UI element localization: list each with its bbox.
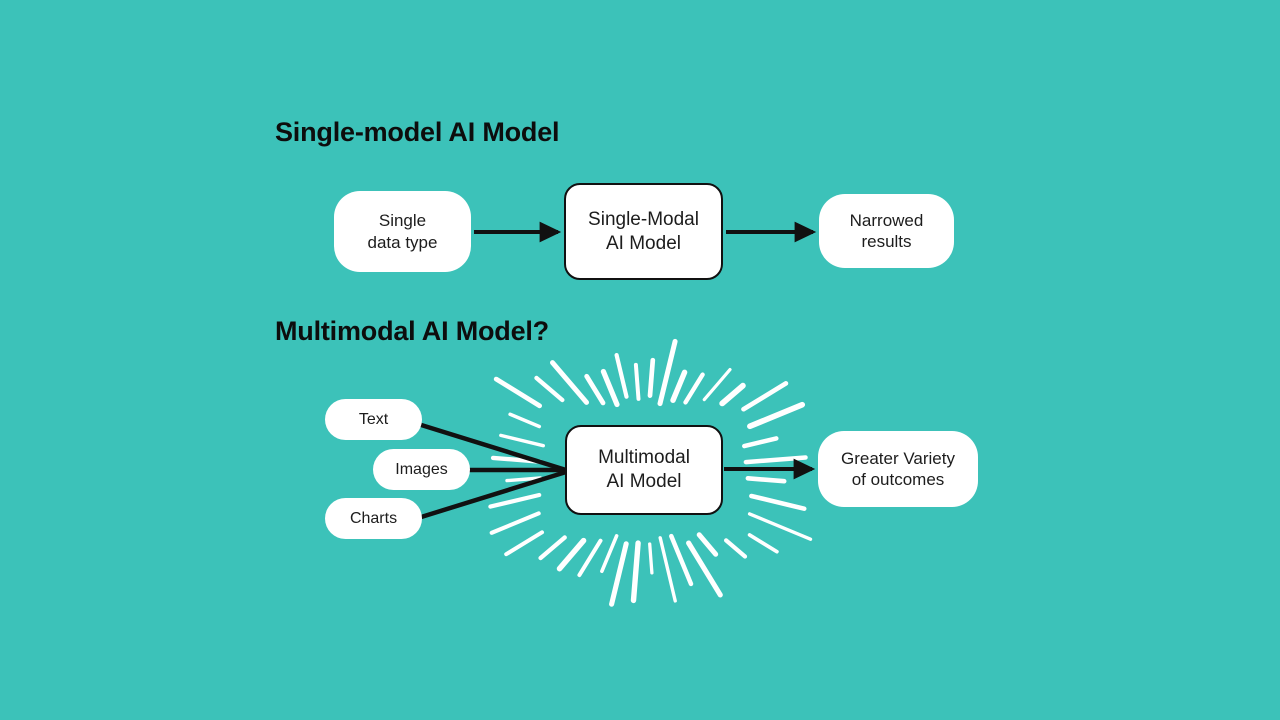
starburst-ray: [696, 532, 719, 557]
node-greater-variety-of-outcomes[interactable]: Greater Variety of outcomes: [818, 431, 978, 507]
starburst-ray: [508, 412, 542, 429]
starburst-ray: [550, 360, 589, 405]
starburst-ray: [504, 530, 544, 557]
line-charts-to-multimodal: [415, 469, 569, 521]
starburst-ray: [686, 540, 723, 598]
starburst-ray: [749, 493, 807, 512]
starburst-ray: [747, 512, 813, 541]
starburst-ray: [489, 511, 541, 535]
node-single-modal-ai-model[interactable]: Single-Modal AI Model: [564, 183, 723, 280]
starburst-ray: [719, 382, 746, 407]
node-line-2: results: [861, 232, 912, 251]
starburst-ray: [556, 537, 587, 572]
starburst-ray: [493, 376, 542, 409]
starburst-ray: [614, 353, 629, 399]
starburst-ray: [702, 368, 732, 402]
node-line-2: AI Model: [606, 471, 682, 492]
starburst-ray: [742, 436, 779, 449]
starburst-ray: [657, 338, 678, 407]
starburst-ray: [743, 455, 808, 465]
node-input-text[interactable]: Text: [325, 399, 422, 440]
node-line-2: of outcomes: [851, 470, 945, 489]
line-text-to-multimodal: [415, 421, 569, 473]
starburst-ray: [633, 362, 641, 401]
starburst-ray: [683, 372, 705, 405]
starburst-ray: [648, 542, 654, 575]
starburst-ray: [747, 533, 779, 554]
node-label: Text: [358, 410, 389, 428]
starburst-ray: [723, 538, 748, 559]
starburst-ray: [600, 368, 620, 408]
node-single-data-type[interactable]: Single data type: [334, 191, 471, 272]
starburst-ray: [488, 492, 542, 509]
starburst-ray: [577, 538, 603, 578]
starburst-ray: [499, 433, 545, 448]
starburst-ray: [747, 401, 806, 430]
node-line-1: Narrowed: [849, 210, 924, 230]
node-label: Charts: [349, 509, 398, 527]
starburst-ray: [584, 373, 606, 406]
heading-single-model: Single-model AI Model: [275, 117, 560, 147]
starburst-ray: [505, 476, 542, 483]
starburst-ray: [600, 534, 619, 574]
starburst-ray: [669, 533, 694, 587]
node-line-1: Multimodal: [598, 447, 690, 469]
node-label: Images: [395, 460, 448, 478]
starburst-ray: [670, 369, 688, 403]
starburst-ray: [647, 357, 656, 398]
starburst-ray: [658, 536, 677, 603]
starburst-ray: [609, 541, 629, 607]
starburst-ray: [534, 375, 565, 403]
node-input-images[interactable]: Images: [373, 449, 470, 490]
node-line-1: Single: [378, 211, 427, 231]
node-line-1: Greater Variety: [840, 448, 955, 468]
node-line-2: AI Model: [606, 232, 681, 254]
node-multimodal-ai-model[interactable]: Multimodal AI Model: [565, 425, 723, 515]
starburst-ray: [630, 540, 641, 604]
node-line-2: data type: [367, 232, 438, 252]
starburst-ray: [538, 535, 567, 561]
heading-multimodal: Multimodal AI Model?: [275, 316, 549, 346]
node-line-1: Single-Modal: [588, 208, 699, 230]
node-narrowed-results[interactable]: Narrowed results: [819, 194, 954, 268]
starburst-ray: [745, 475, 787, 484]
node-input-charts[interactable]: Charts: [325, 498, 422, 539]
starburst-ray: [741, 381, 789, 412]
